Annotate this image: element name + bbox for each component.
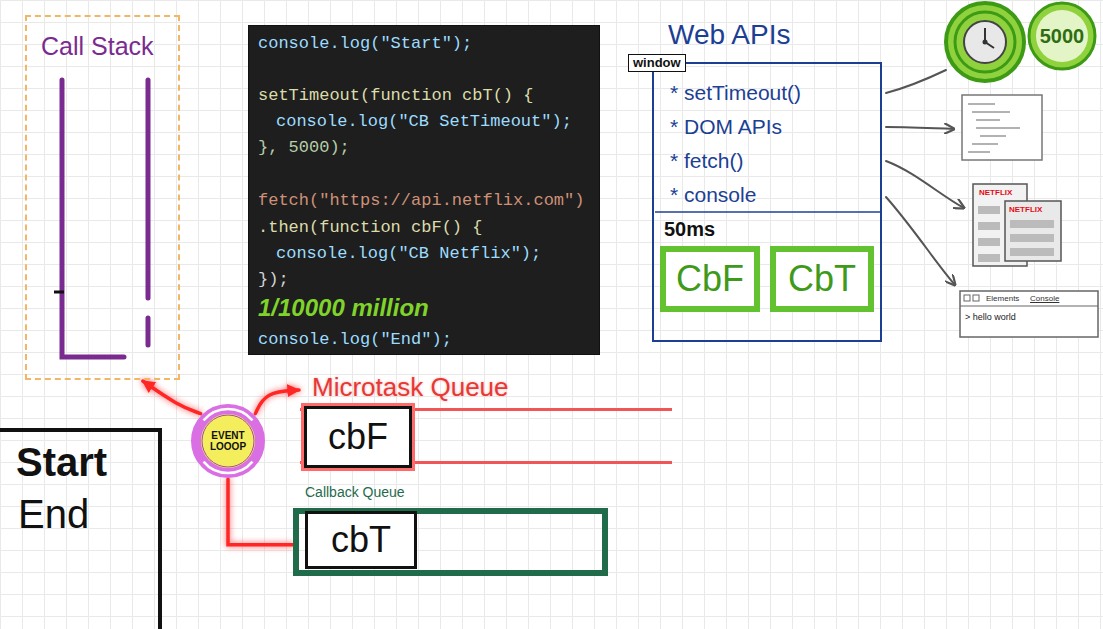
queue-heading: Callback Queue bbox=[305, 484, 405, 501]
timer-icon bbox=[955, 12, 1015, 72]
timer-icon bbox=[946, 3, 1024, 81]
leader-line bbox=[886, 197, 955, 285]
netflix-screenshot bbox=[1010, 234, 1054, 242]
timer-badge bbox=[1029, 3, 1095, 69]
callback-box: CbT bbox=[770, 246, 874, 312]
queue-heading: Microtask Queue bbox=[312, 372, 509, 403]
code-line: console.log("CB Netflix"); bbox=[276, 244, 541, 264]
timer-value: 5000 bbox=[1040, 24, 1085, 48]
stack-tick bbox=[54, 291, 64, 294]
timer-badge bbox=[1036, 10, 1088, 62]
timer-icon bbox=[983, 40, 988, 45]
api-item: * DOM APIs bbox=[670, 114, 782, 139]
callback-name: CbT bbox=[788, 257, 856, 300]
code-line: console.log("End"); bbox=[258, 330, 452, 350]
web-apis-box: Web APIswindow* setTimeout()* DOM APIs* … bbox=[652, 62, 882, 342]
microtask-queue: Microtask Queue cbF bbox=[300, 372, 672, 470]
api-item: * console bbox=[670, 182, 756, 207]
event-loop-connector bbox=[255, 390, 299, 414]
devtools-console-window bbox=[964, 295, 970, 301]
api-item: * fetch() bbox=[670, 148, 744, 173]
devtools-console-window bbox=[960, 291, 1098, 337]
code-line: setTimeout(function cbT() { bbox=[258, 86, 533, 106]
devtools-console-window bbox=[960, 291, 1098, 337]
code-line: .then(function cbF() { bbox=[258, 218, 482, 238]
code-line: console.log("Start"); bbox=[258, 34, 472, 54]
code-line: }, 5000); bbox=[258, 138, 350, 158]
netflix-screenshot bbox=[973, 184, 1061, 266]
call-stack-outline bbox=[62, 80, 124, 357]
event-loop-connector bbox=[143, 381, 201, 414]
tab-label: window bbox=[628, 54, 686, 72]
devtools-console-window bbox=[960, 306, 1098, 307]
queued-callback: cbT bbox=[305, 511, 417, 569]
devtools-console-window bbox=[973, 295, 979, 301]
api-item: * setTimeout() bbox=[670, 80, 801, 105]
connector-group bbox=[143, 381, 299, 545]
code-line: }); bbox=[258, 270, 289, 290]
callback-name: cbF bbox=[328, 415, 388, 458]
callback-queue: Callback Queue cbT bbox=[293, 484, 608, 582]
leader-line bbox=[886, 127, 954, 129]
timer-badge bbox=[1029, 3, 1095, 69]
console-output-panel: StartEnd bbox=[0, 428, 162, 629]
call-stack-panel: Call Stack bbox=[25, 15, 180, 380]
html-document-icon bbox=[962, 95, 1042, 160]
html-document-icon bbox=[968, 104, 1020, 152]
output-line: Start bbox=[16, 438, 107, 486]
event-loop-circle: EVENT LOOOP bbox=[190, 403, 266, 479]
timer-icon bbox=[985, 28, 994, 48]
netflix-screenshot bbox=[978, 206, 1000, 214]
queued-callback: cbF bbox=[304, 406, 412, 468]
divider-line bbox=[655, 211, 880, 213]
call-stack-outline bbox=[146, 318, 151, 345]
call-stack-outline bbox=[62, 80, 148, 357]
html-document-icon bbox=[962, 95, 1042, 160]
event-loop-label: EVENT LOOOP bbox=[204, 430, 252, 453]
circle-outline bbox=[202, 415, 254, 467]
netflix-screenshot bbox=[978, 254, 1000, 262]
leader-line bbox=[886, 161, 964, 208]
panel-title: Call Stack bbox=[41, 31, 154, 61]
call-stack-outline bbox=[146, 80, 151, 298]
netflix-screenshot bbox=[978, 222, 1000, 230]
callback-name: CbF bbox=[676, 257, 744, 300]
timer-icon bbox=[964, 21, 1006, 63]
netflix-screenshot bbox=[1010, 248, 1054, 256]
callback-box: CbF bbox=[660, 246, 760, 312]
brand-name: NETFLIX bbox=[1009, 205, 1042, 215]
netflix-screenshot bbox=[978, 238, 1000, 246]
timer-icon bbox=[946, 3, 1024, 81]
output-line: End bbox=[18, 490, 89, 538]
code-line: console.log("CB SetTimeout"); bbox=[276, 112, 572, 132]
timing-note: 50ms bbox=[664, 217, 715, 241]
event-loop-connector bbox=[228, 479, 293, 545]
brand-name: NETFLIX bbox=[979, 188, 1012, 198]
loop-arrows bbox=[204, 409, 253, 473]
code-panel: console.log("Start"); setTimeout(function… bbox=[248, 25, 600, 355]
netflix-screenshot bbox=[1005, 201, 1061, 261]
devtools-tab: Elements bbox=[986, 294, 1019, 304]
handwritten-note: 1/10000 million bbox=[258, 294, 429, 323]
devtools-tab: Console bbox=[1030, 294, 1059, 304]
circle-outline bbox=[196, 409, 260, 473]
box-heading: Web APIs bbox=[668, 18, 790, 52]
leader-line bbox=[886, 70, 946, 93]
leader-line bbox=[886, 70, 964, 285]
callback-name: cbT bbox=[331, 518, 391, 561]
netflix-screenshot bbox=[1010, 220, 1054, 228]
code-line: fetch("https://api.netflix.com") bbox=[258, 191, 584, 211]
console-output: > hello world bbox=[965, 312, 1016, 323]
